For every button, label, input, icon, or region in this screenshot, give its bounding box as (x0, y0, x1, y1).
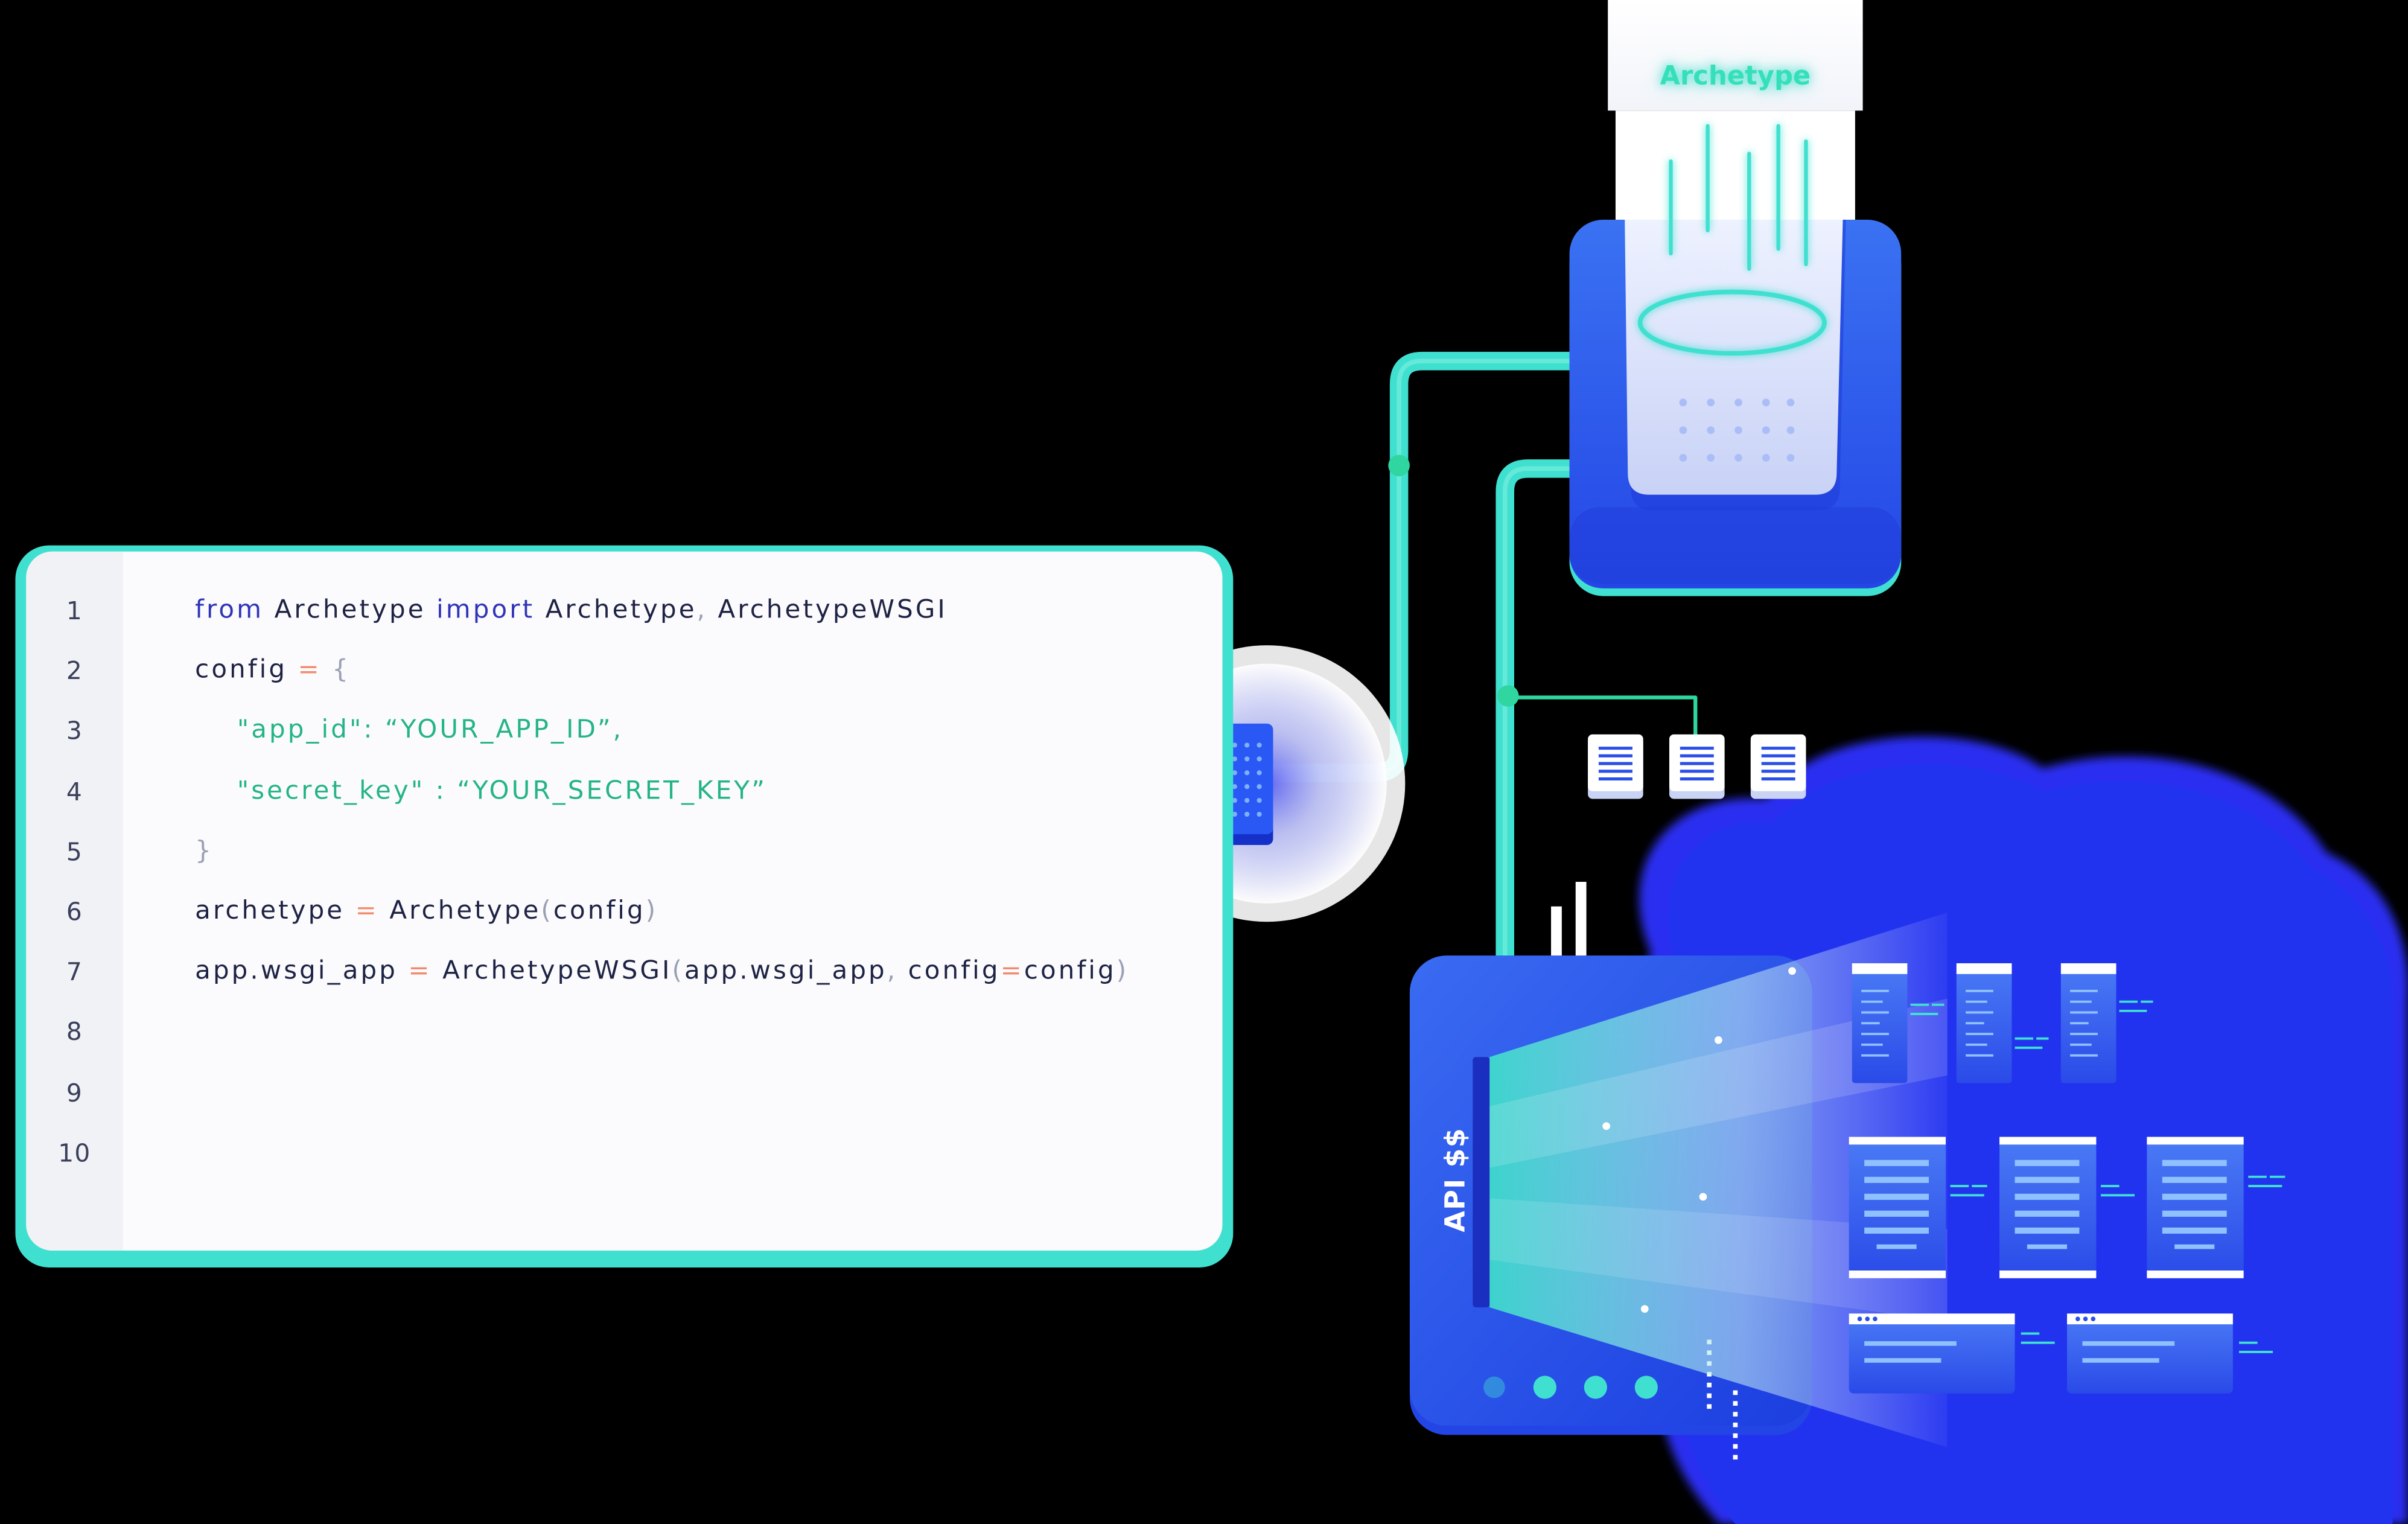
code-token: , (887, 955, 908, 986)
line-number: 3 (66, 716, 83, 746)
code-editor-body: 1 2 3 4 5 6 7 8 9 10 from Archetype import Archet… (26, 551, 1223, 1251)
paper-sheet (1608, 0, 1863, 234)
code-token: ArchetypeWSGI (707, 595, 948, 624)
line-number: 10 (58, 1138, 91, 1167)
code-token: ( (672, 955, 684, 986)
code-line: "secret_key" : “YOUR_SECRET_KEY” (195, 775, 767, 804)
line-number: 4 (66, 776, 83, 806)
code-line: } (195, 835, 214, 864)
code-line: app.wsgi_app = ArchetypeWSGI(app.wsgi_ap… (195, 956, 1129, 985)
code-token: ArchetypeWSGI (432, 955, 672, 986)
code-token: Archetype (535, 595, 697, 624)
line-number: 5 (66, 837, 83, 867)
document-icon (1750, 734, 1806, 799)
server-icon (1956, 963, 2049, 1083)
code-token: { (321, 654, 351, 684)
server-icon (1999, 1137, 2135, 1278)
server-icon (1849, 1137, 1987, 1278)
api-server-label: API $$ (1439, 1127, 1472, 1232)
code-token: app.wsgi_app (195, 955, 409, 986)
code-token: config (553, 895, 646, 925)
light-beam (1489, 912, 1948, 1447)
code-line: from Archetype import Archetype, Archety… (195, 595, 948, 623)
code-token: = (298, 654, 322, 684)
code-token: config (1024, 955, 1116, 986)
line-number: 9 (66, 1077, 83, 1108)
code-token: ( (541, 895, 553, 925)
line-number: 6 (66, 897, 83, 926)
code-token: , (696, 595, 708, 624)
archetype-brand-label: Archetype (1660, 61, 1811, 92)
code-token: config (908, 955, 1001, 986)
server-icon (1852, 963, 1945, 1083)
code-token: Archetype (378, 895, 541, 925)
code-token: import (436, 595, 535, 624)
code-token: = (1000, 955, 1024, 986)
code-token: "app_id": “YOUR_APP_ID”, (195, 715, 624, 744)
code-line: config = { (195, 655, 351, 684)
archetype-device (1569, 124, 1902, 596)
code-token: } (195, 835, 214, 865)
code-line: "app_id": “YOUR_APP_ID”, (195, 715, 623, 744)
code-token: = (408, 955, 432, 986)
code-token: archetype (195, 895, 355, 925)
code-token: ) (645, 895, 658, 925)
code-token: = (355, 895, 379, 925)
line-number: 2 (66, 656, 83, 686)
code-token: from (195, 595, 264, 624)
line-number: 1 (66, 596, 83, 625)
code-token: config (195, 654, 298, 684)
document-icon (1669, 734, 1725, 799)
code-editor: 1 2 3 4 5 6 7 8 9 10 from Archetype import Archet… (15, 545, 1234, 1267)
line-number: 8 (66, 1018, 83, 1047)
code-token: app.wsgi_app (684, 955, 887, 986)
code-line: archetype = Archetype(config) (195, 896, 658, 925)
browser-window-icon (2067, 1313, 2273, 1394)
server-icon (2147, 1137, 2285, 1278)
code-token: "secret_key" : “YOUR_SECRET_KEY” (195, 775, 768, 805)
line-number: 7 (66, 957, 83, 987)
browser-window-icon (1849, 1313, 2055, 1394)
document-icon (1588, 734, 1643, 799)
line-number-gutter: 1 2 3 4 5 6 7 8 9 10 (26, 551, 123, 1251)
code-token: Archetype (264, 595, 437, 624)
server-icon (2060, 963, 2153, 1083)
code-token: ) (1116, 955, 1129, 986)
